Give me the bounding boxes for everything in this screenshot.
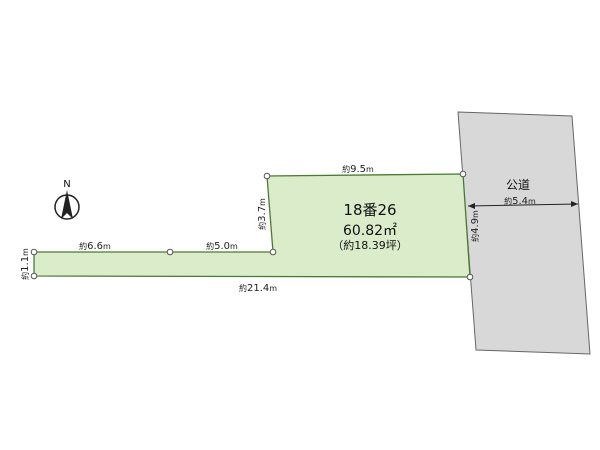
corner-marker xyxy=(466,273,474,281)
dim-left-upper: 約3.7m xyxy=(257,198,268,230)
dim-strip-left: 約6.6m xyxy=(79,241,111,252)
lot-area-tsubo: （約18.39坪） xyxy=(332,238,408,252)
road-label: 公道 xyxy=(506,178,530,192)
dim-top: 約9.5m xyxy=(342,164,374,175)
compass-needle-icon xyxy=(61,190,73,219)
road-width-arrow xyxy=(467,201,579,209)
corner-marker xyxy=(30,248,38,256)
corner-marker xyxy=(30,272,38,280)
dim-bottom: 約21.4m xyxy=(239,283,277,294)
corner-marker xyxy=(263,172,271,180)
dim-left-end: 約1.1m xyxy=(20,248,31,280)
compass-north-label: N xyxy=(63,179,70,190)
dim-strip-right: 約5.0m xyxy=(206,241,238,252)
corner-markers xyxy=(30,170,474,281)
dim-road-width: 約5.4m xyxy=(504,196,536,207)
dim-right: 約4.9m xyxy=(470,210,481,242)
lot-area: 60.82㎡ xyxy=(343,223,397,239)
lot-number: 18番26 xyxy=(343,201,396,219)
corner-marker xyxy=(269,248,277,256)
corner-marker xyxy=(459,170,467,178)
corner-marker xyxy=(166,248,174,256)
lot-polygon xyxy=(33,173,471,278)
north-compass: N xyxy=(54,179,80,220)
